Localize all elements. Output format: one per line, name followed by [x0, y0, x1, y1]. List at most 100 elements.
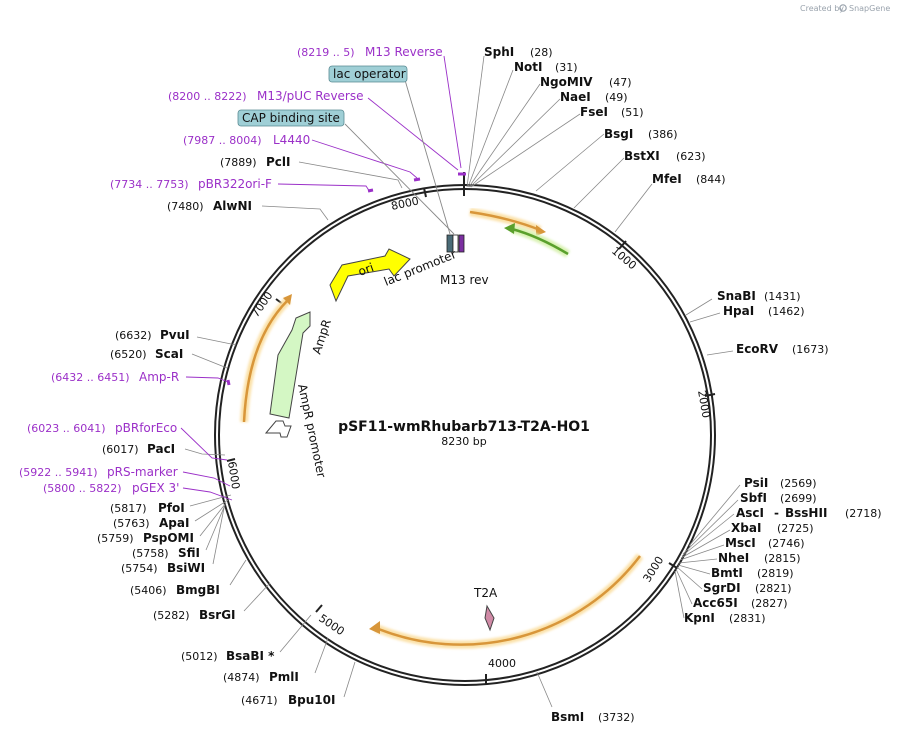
- leader-cap-binding-site: [344, 123, 455, 235]
- site-name-pvui: PvuI: [160, 328, 190, 342]
- leader-noti: [467, 69, 514, 188]
- leader-bsgi: [535, 133, 605, 192]
- arrowhead-left-orange: [283, 294, 292, 305]
- site-name-alwni: AlwNI: [213, 199, 252, 213]
- leader-pbrforeco: [180, 427, 228, 461]
- site-pos-pspomi: (5759): [97, 532, 134, 545]
- site-pos-bmti: (2819): [757, 567, 794, 580]
- site-pos-bsmi: (3732): [598, 711, 635, 724]
- site-name-nhei: NheI: [718, 551, 749, 565]
- t2a-feature: T2A: [473, 586, 498, 632]
- site-pos-scai: (6520): [110, 348, 147, 361]
- site-name-xbai: XbaI: [731, 521, 761, 535]
- site-name-sphi: SphI: [484, 45, 514, 59]
- leader-pspomi: [199, 502, 227, 537]
- site-name-snabi: SnaBI: [717, 289, 756, 303]
- site-name-bpu10i: Bpu10I: [288, 693, 335, 707]
- leader-bsrgi: [243, 582, 271, 612]
- plasmid-length: 8230 bp: [441, 435, 486, 448]
- leader-psii: [688, 484, 741, 547]
- leader-l4440: [311, 139, 418, 179]
- plasmid-name: pSF11-wmRhubarb713-T2A-HO1: [338, 419, 590, 435]
- primer-range-m13-puc-reverse: (8200 .. 8222): [168, 90, 247, 103]
- site-pos-paci: (6017): [102, 443, 139, 456]
- leader-bstxi: [573, 157, 625, 209]
- tick-label-6000: 6000: [225, 460, 242, 490]
- leader-scai: [191, 353, 228, 369]
- leader-bsmi: [536, 671, 553, 708]
- leader-lac-operator: [404, 79, 451, 235]
- t2a-label: T2A: [473, 586, 498, 600]
- l4440-primer-mark: [413, 177, 421, 182]
- site-name-paci: PacI: [147, 442, 175, 456]
- site-pos-pvui: (6632): [115, 329, 152, 342]
- ori-feature: ori: [329, 248, 411, 303]
- site-pos-hpai: (1462): [768, 305, 805, 318]
- tick-label-4000: 4000: [488, 657, 516, 670]
- site-pos-pmli: (4874): [223, 671, 260, 684]
- site-pos-bmgbi: (5406): [130, 584, 167, 597]
- leader-hpai: [689, 312, 721, 323]
- primer-name-m13-reverse: M13 Reverse: [365, 45, 443, 59]
- feature-arc-green: [511, 227, 569, 256]
- site-pos-bsshii: (2718): [845, 507, 882, 520]
- arrowhead-top-orange: [536, 225, 546, 236]
- leader-sfii: [205, 504, 226, 551]
- tick-mark-8000: [423, 187, 427, 198]
- leader-apai: [194, 499, 229, 522]
- feature-arcs: [240, 208, 644, 649]
- arrowhead-bottom-orange: [369, 621, 380, 634]
- site-name-bsabi: BsaBI *: [226, 649, 275, 663]
- t2a-arrow: [484, 604, 495, 632]
- site-pos-fsei: (51): [621, 106, 644, 119]
- site-pos-sphi: (28): [530, 46, 553, 59]
- site-pos-bstxi: (623): [676, 150, 706, 163]
- plasmid-title-block: pSF11-wmRhubarb713-T2A-HO1 8230 bp: [338, 419, 590, 448]
- primer-name-pbrforeco: pBRforEco: [115, 421, 177, 435]
- leader-snabi: [685, 298, 713, 316]
- site-pos-kpni: (2831): [729, 612, 766, 625]
- primer-range-pgex-3: (5800 .. 5822): [43, 482, 122, 495]
- leader-bmgbi: [229, 559, 247, 586]
- primer-range-m13-reverse: (8219 .. 5): [297, 46, 355, 59]
- site-name-fsei: FseI: [580, 105, 608, 119]
- site-pos-pcli: (7889): [220, 156, 257, 169]
- site-pos-bpu10i: (4671): [241, 694, 278, 707]
- lac-operator-label: lac operator: [333, 67, 406, 81]
- site-pos-acc65i: (2827): [751, 597, 788, 610]
- site-pos-sbfi: (2699): [780, 492, 817, 505]
- leader-bmti: [677, 564, 711, 575]
- leader-bsabi: [279, 614, 312, 653]
- tick-mark-6000: [226, 458, 236, 462]
- site-name-ecorv: EcoRV: [736, 342, 779, 356]
- cap-binding-site-label: CAP binding site: [242, 111, 340, 125]
- leader-acc65i: [675, 568, 693, 605]
- site-name-psii: PsiI: [744, 476, 768, 490]
- feature-arc-top: [469, 210, 541, 232]
- site-name-msci: MscI: [725, 536, 756, 550]
- watermark-brand: SnapGene: [849, 4, 890, 13]
- site-pos-ngomiv: (47): [609, 76, 632, 89]
- site-name-scai: ScaI: [155, 347, 183, 361]
- primer-name-pbr322ori-f: pBR322ori-F: [198, 177, 272, 191]
- site-name-hpai: HpaI: [723, 304, 754, 318]
- ampr-primer-mark: [226, 379, 231, 386]
- primer-range-prs-marker: (5922 .. 5941): [19, 466, 98, 479]
- leader-pmli: [314, 637, 329, 674]
- leader-ngomiv: [468, 83, 541, 188]
- feature-arc-bottom: [375, 555, 641, 646]
- site-name-mfei: MfeI: [652, 172, 682, 186]
- site-name-bsiwi: BsiWI: [167, 561, 205, 575]
- feature-arc-left: [242, 299, 289, 423]
- tick-mark-5000: [315, 604, 323, 613]
- site-name-pfoi: PfoI: [158, 501, 185, 515]
- leader-m13-puc-reverse: [367, 97, 459, 171]
- arrowhead-green: [504, 223, 515, 234]
- position-ticks: 1000 2000 3000 4000 5000 6000 7000 8000: [225, 187, 716, 684]
- snapgene-watermark: Created by SnapGene: [800, 4, 890, 13]
- site-name-bmgbi: BmgBI: [176, 583, 220, 597]
- site-pos-bsgi: (386): [648, 128, 678, 141]
- site-pos-snabi: (1431): [764, 290, 801, 303]
